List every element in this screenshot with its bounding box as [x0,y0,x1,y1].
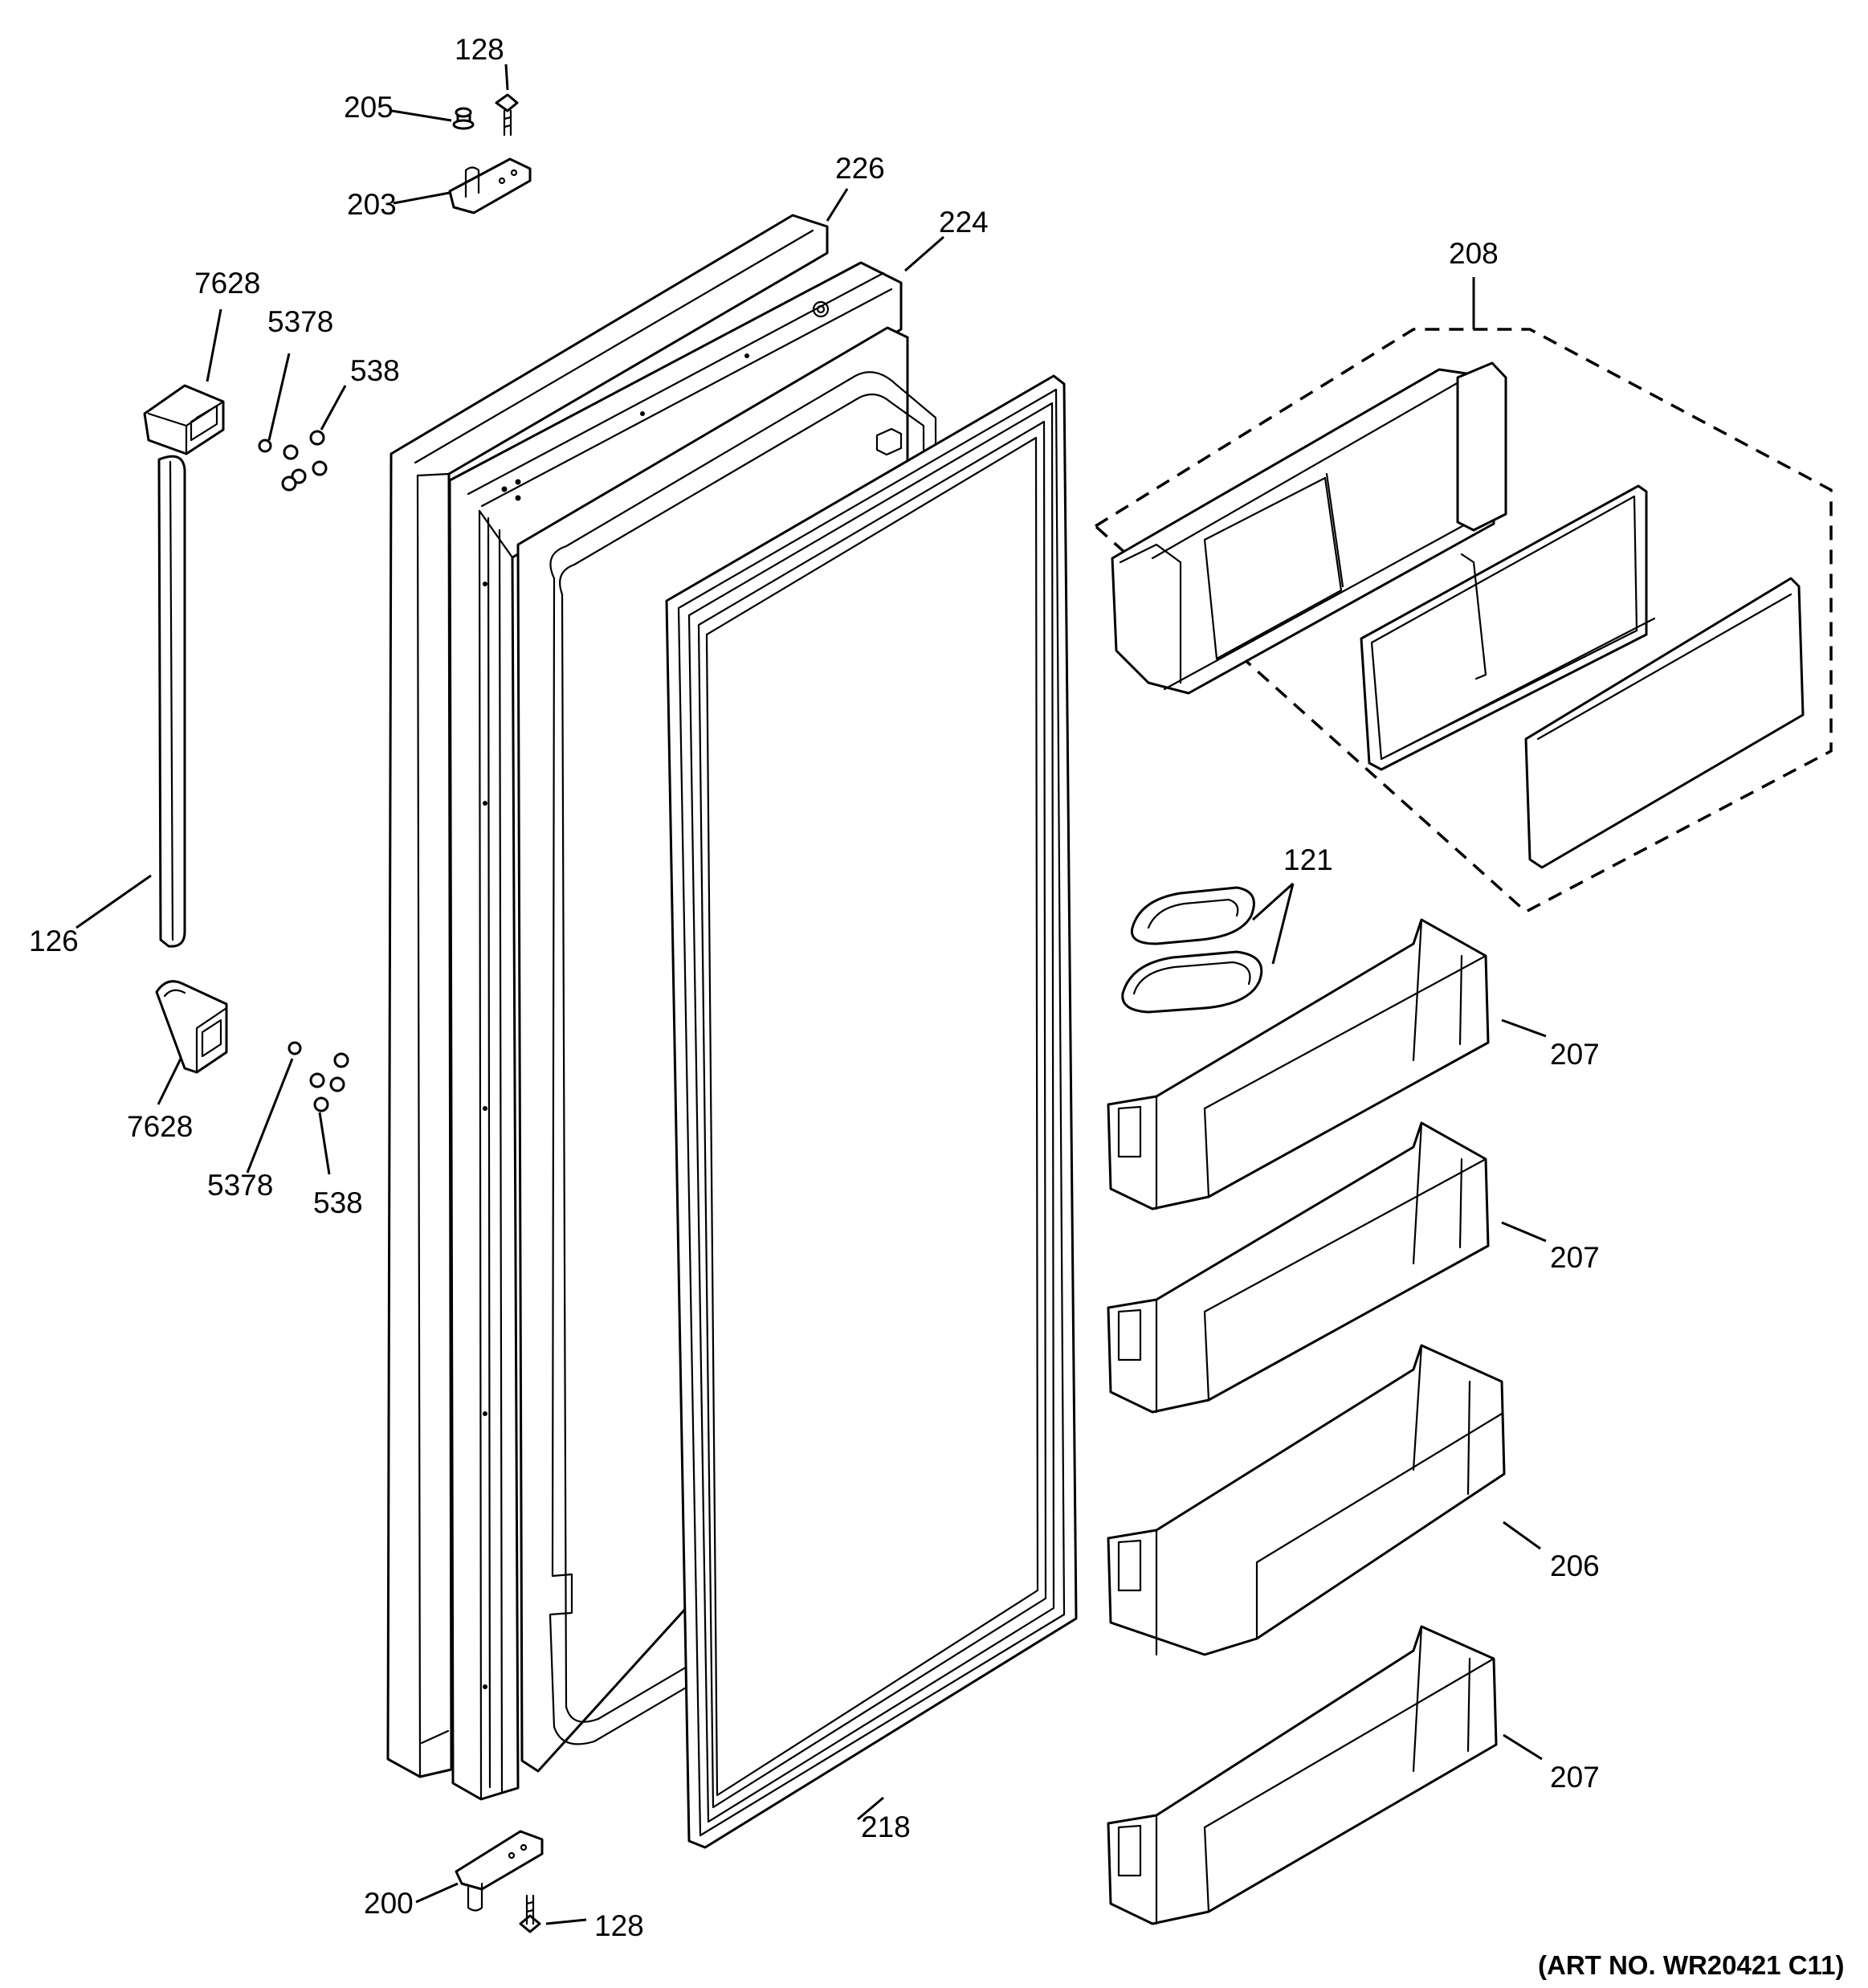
door-bin-207-c [1107,1625,1498,1925]
handle-mount-bottom [155,980,228,1074]
hinge-pin-205 [452,107,475,130]
handle-mount-top [143,384,225,455]
handle-126 [157,455,186,948]
label-206: 206 [1550,1549,1600,1582]
top-hinge [448,157,532,214]
door-gasket [665,374,1078,1849]
door-inner-liner [448,261,903,1801]
label-538-top: 538 [350,354,400,387]
label-208: 208 [1449,237,1499,270]
screw-set-top [258,430,328,492]
label-224: 224 [939,206,989,239]
screw-set-bottom [288,1041,349,1112]
label-226: 226 [835,152,885,185]
dairy-compartment-assembly [1093,328,1833,914]
label-200: 200 [364,1887,414,1920]
art-number: (ART NO. WR20421 C11) [1538,1950,1844,1980]
screw-128-top [495,93,519,137]
label-128-top: 128 [455,33,504,66]
label-207-b: 207 [1550,1241,1600,1274]
bottom-hinge [455,1830,544,1912]
label-203: 203 [347,188,397,221]
door-outer-panel [386,214,829,1778]
label-205: 205 [344,91,394,124]
door-bin-206 [1107,1344,1506,1656]
label-207-c: 207 [1550,1761,1600,1794]
label-5378-bottom: 5378 [207,1169,273,1202]
label-126: 126 [29,925,79,957]
screw-128-bottom [519,1894,541,1933]
label-218: 218 [861,1810,911,1843]
label-5378-top: 5378 [267,305,333,338]
label-207-a: 207 [1550,1038,1600,1071]
label-7628-bottom: 7628 [127,1110,193,1143]
label-128-bottom: 128 [594,1909,644,1942]
door-bin-207-b [1107,1121,1490,1414]
label-121: 121 [1283,843,1333,876]
label-7628-top: 7628 [194,267,260,300]
label-538-bottom: 538 [313,1186,363,1219]
leader-lines [75,63,1547,1925]
door-bin-207-a [1107,918,1490,1210]
egg-tray [1121,886,1263,1014]
callout-labels: 128 205 203 226 224 208 7628 5378 538 12… [29,33,1844,1980]
